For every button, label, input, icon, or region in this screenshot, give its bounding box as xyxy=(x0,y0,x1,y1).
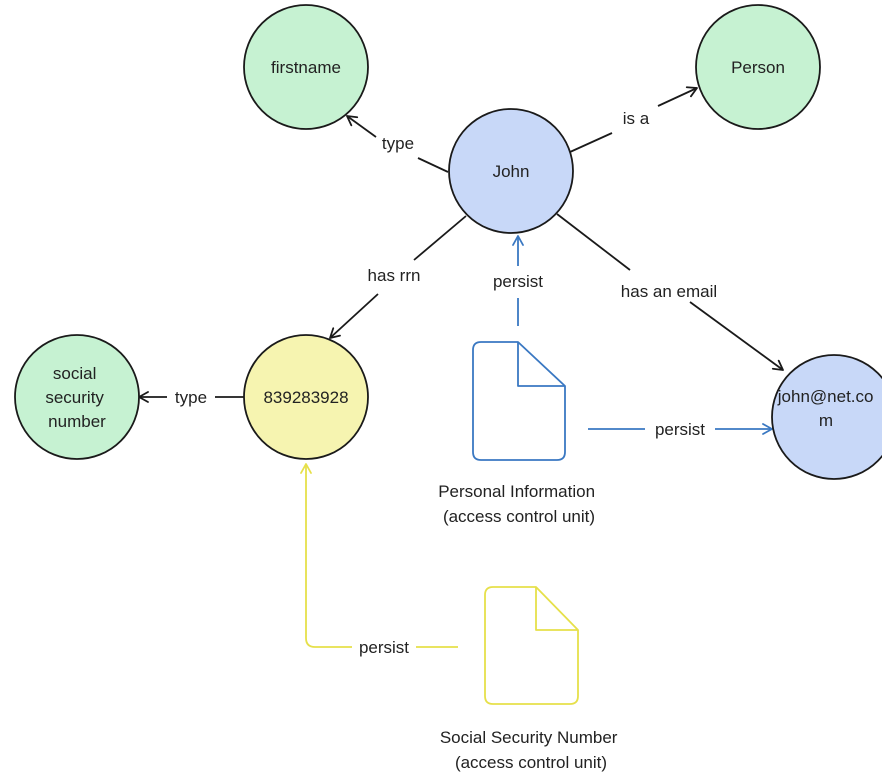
edge-john-email: has an email xyxy=(556,213,784,371)
document-fold-icon xyxy=(535,587,578,631)
node-ssn-type-line-1: social xyxy=(53,364,96,383)
node-email: john@net.co m xyxy=(771,354,882,480)
node-person-circle xyxy=(695,4,821,130)
node-john-circle xyxy=(448,108,574,234)
document-caption-ssn: Social Security Number (access control u… xyxy=(440,728,622,772)
document-icon xyxy=(472,341,566,461)
edge-label-persist-john: persist xyxy=(493,272,543,291)
edge-label-type-firstname: type xyxy=(382,134,414,153)
edge-label-persist-email: persist xyxy=(655,420,705,439)
edge-label-has-rrn: has rrn xyxy=(368,266,421,285)
node-email-line-2: m xyxy=(819,411,833,430)
caption-line-1: Social Security Number xyxy=(440,728,618,747)
edge-label-type-ssn: type xyxy=(175,388,207,407)
document-icon xyxy=(484,586,579,705)
node-person: Person xyxy=(695,4,821,130)
caption-line-1: Personal Information xyxy=(438,482,595,501)
node-firstname-label: firstname xyxy=(271,58,341,77)
caption-line-2: (access control unit) xyxy=(455,753,607,772)
edge-john-person: is a xyxy=(569,86,698,153)
node-firstname-circle xyxy=(243,4,369,130)
node-ssn-type-line-3: number xyxy=(48,412,106,431)
node-rrn: 839283928 xyxy=(243,334,369,460)
edge-personal-doc-john: persist xyxy=(493,235,543,326)
edge-label-has-an-email: has an email xyxy=(621,282,717,301)
node-ssn-type-line-2: security xyxy=(45,388,104,407)
node-social-security-number: social security number xyxy=(14,334,140,460)
caption-line-2: (access control unit) xyxy=(443,507,595,526)
edge-personal-doc-email: persist xyxy=(588,420,773,439)
edge-john-rrn: has rrn xyxy=(329,215,467,339)
node-ssn-type-circle xyxy=(14,334,140,460)
edge-label-is-a: is a xyxy=(623,109,650,128)
document-fold-icon xyxy=(517,342,565,387)
edge-john-firstname: type xyxy=(346,115,449,173)
document-caption-personal: Personal Information (access control uni… xyxy=(438,482,600,526)
edge-label-persist-rrn: persist xyxy=(359,638,409,657)
edge-ssn-doc-rrn: persist xyxy=(300,463,458,657)
node-john-label: John xyxy=(493,162,530,181)
node-email-label: john@net.co m xyxy=(777,387,878,430)
node-john: John xyxy=(448,108,574,234)
node-rrn-circle xyxy=(243,334,369,460)
node-rrn-label: 839283928 xyxy=(263,388,348,407)
document-social-security-number: Social Security Number (access control u… xyxy=(440,586,622,772)
document-personal-information: Personal Information (access control uni… xyxy=(438,341,600,526)
node-person-label: Person xyxy=(731,58,785,77)
node-firstname: firstname xyxy=(243,4,369,130)
node-email-circle xyxy=(771,354,882,480)
node-ssn-type-label: social security number xyxy=(45,364,108,431)
node-email-line-1: john@net.co xyxy=(777,387,874,406)
edge-rrn-ssn-type: type xyxy=(138,388,244,407)
